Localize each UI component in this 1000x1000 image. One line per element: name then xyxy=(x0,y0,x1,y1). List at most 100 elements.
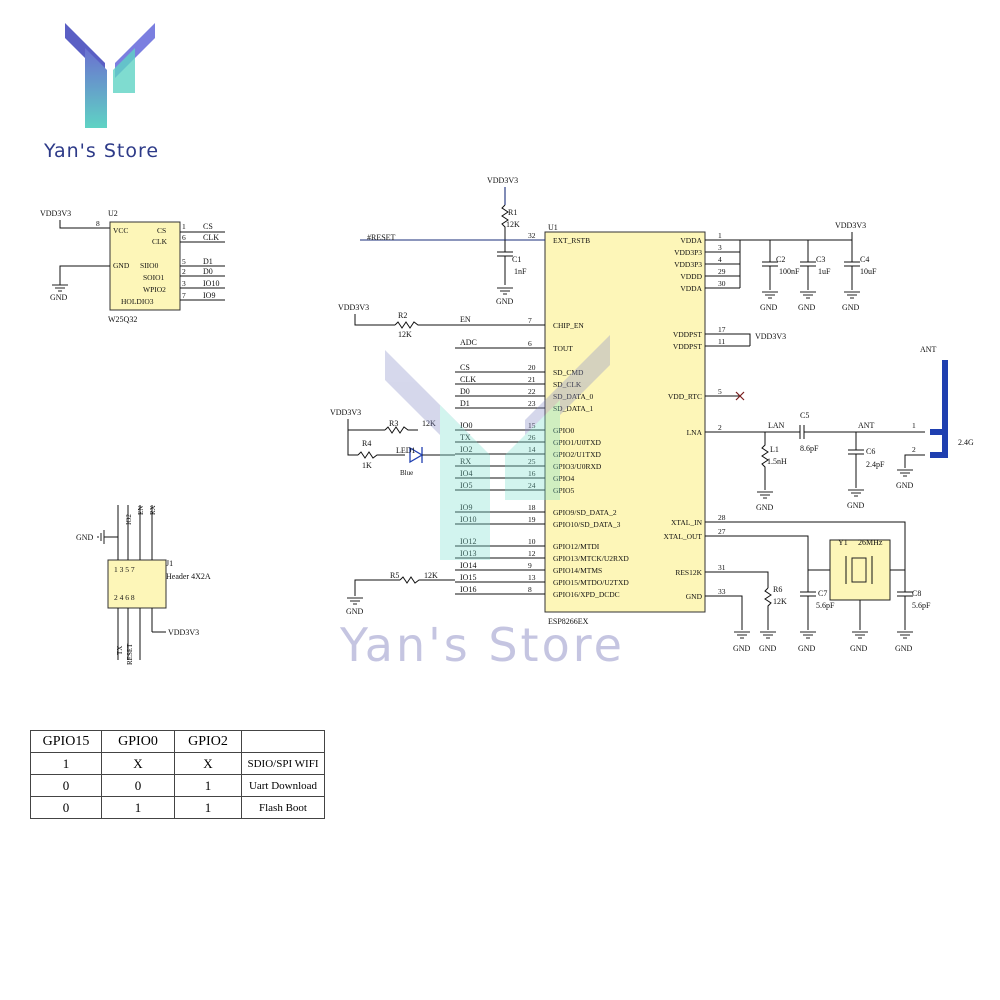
mcu-pin-number: 30 xyxy=(718,279,726,288)
mcu-ref: U1 xyxy=(548,223,558,232)
gnd-label: GND xyxy=(346,607,364,616)
table-row: 1 X X SDIO/SPI WIFI xyxy=(30,752,325,775)
flash-pin-wp: WPIO2 xyxy=(143,285,166,294)
flash-pin-vcc: VCC xyxy=(113,226,128,235)
table-header: GPIO0 xyxy=(101,730,175,753)
mcu-pin-label: SD_DATA_0 xyxy=(553,392,593,401)
header-part: Header 4X2A xyxy=(166,572,211,581)
y1-body xyxy=(829,539,891,601)
mcu-pin-label: VDD3P3 xyxy=(674,248,702,257)
watermark-text: Yan's Store xyxy=(340,618,625,672)
gnd-label: GND xyxy=(895,644,913,653)
mcu-pin-label: XTAL_IN xyxy=(671,518,703,527)
mcu-pin-label: GPIO14/MTMS xyxy=(553,566,602,575)
table-cell: X xyxy=(101,752,175,775)
antenna-symbol xyxy=(930,360,948,458)
c1-value: 1nF xyxy=(514,267,527,276)
mcu-pin-number: 31 xyxy=(718,563,726,572)
watermark-logo xyxy=(385,335,610,560)
mcu-pin-label: GPIO10/SD_DATA_3 xyxy=(553,520,621,529)
header-net-reset: RESET xyxy=(126,643,134,665)
mcu-pin-label: GPIO5 xyxy=(553,486,575,495)
header-net-en: EN xyxy=(137,506,145,515)
table-cell: 0 xyxy=(30,796,102,819)
mcu-pin-label: GPIO3/U0RXD xyxy=(553,462,602,471)
nc-mark xyxy=(735,391,745,401)
ant-label: 2.4G xyxy=(958,438,974,447)
mcu-pin-number: 25 xyxy=(528,457,536,466)
net-label: IO9 xyxy=(460,503,472,512)
mcu-pin-label: GPIO15/MTDO/U2TXD xyxy=(553,578,629,587)
mcu-body xyxy=(544,231,706,613)
svg-text:1: 1 xyxy=(912,421,916,430)
l1-value: 1.5nH xyxy=(767,457,787,466)
led-circuit: VDD3V3 R3 12K R4 1K LED1 Blue xyxy=(330,408,455,477)
mcu-pin-number: 13 xyxy=(528,573,536,582)
rf-section: LAN L1 1.5nH GND C5 8.6pF ANT C6 2.4pF G… xyxy=(705,345,974,512)
r1-resistor xyxy=(501,204,509,240)
flash-net-d0: D0 xyxy=(203,267,213,276)
r1-value: 12K xyxy=(506,220,520,229)
flash-net-clk: CLK xyxy=(203,233,219,242)
table-cell: 1 xyxy=(101,796,175,819)
mcu-pin-label: VDDA xyxy=(680,236,702,245)
gnd-label: GND xyxy=(756,503,774,512)
table-cell: 1 xyxy=(174,796,242,819)
header-body xyxy=(107,559,167,609)
y1-ref: Y1 xyxy=(838,538,848,547)
gnd-label: GND xyxy=(842,303,860,312)
table-header xyxy=(241,730,325,753)
r5-ref: R5 xyxy=(390,571,399,580)
mcu-pin-number: 6 xyxy=(528,339,532,348)
reset-circuit: VDD3V3 R1 12K #RESET C1 1nF GND xyxy=(360,176,545,306)
vdd-label-r1: VDD3V3 xyxy=(487,176,518,185)
mcu-pin-label: GPIO0 xyxy=(553,426,575,435)
net-label: IO13 xyxy=(460,549,476,558)
header-j1: GND IO2 EN RX TX RESET 1 3 5 7 2 4 6 8 J… xyxy=(76,505,211,665)
mcu-pin-label: VDD_RTC xyxy=(668,392,702,401)
led-color: Blue xyxy=(400,469,413,477)
mcu-pin-number: 28 xyxy=(718,513,726,522)
mcu-pin-number: 32 xyxy=(528,231,536,240)
net-label: CLK xyxy=(460,375,476,384)
flash-pin-so: SOIO1 xyxy=(143,273,165,282)
svg-text:2: 2 xyxy=(912,445,916,454)
mcu-pin-number: 22 xyxy=(528,387,536,396)
r2-value: 12K xyxy=(398,330,412,339)
mcu-left-nets: CSCLKD0D1IO0TXIO2RXIO4IO5IO9IO10IO12IO13… xyxy=(455,363,545,595)
r3-resistor xyxy=(384,426,418,434)
flash-pinnum: 1 xyxy=(182,222,186,231)
c6-value: 2.4pF xyxy=(866,460,885,469)
brand-name: Yan's Store xyxy=(44,140,160,162)
flash-pinnum: 5 xyxy=(182,257,186,266)
r2-resistor xyxy=(394,321,545,329)
c1-ref: C1 xyxy=(512,255,521,264)
c7-ref: C7 xyxy=(818,589,827,598)
mcu-pin-number: 7 xyxy=(528,316,532,325)
mcu-pin-label: VDDD xyxy=(680,272,702,281)
gnd-label: GND xyxy=(798,644,816,653)
mcu-pin-number: 15 xyxy=(528,421,536,430)
header-ref: J1 xyxy=(166,559,173,568)
cap-c2: C2 100nF xyxy=(762,240,800,290)
gnd-label: GND xyxy=(847,501,865,510)
mcu-pin-number: 23 xyxy=(528,399,536,408)
led-ref: LED1 xyxy=(396,446,416,455)
c8-ref: C8 xyxy=(912,589,921,598)
en-net: EN xyxy=(460,315,471,324)
flash-net-io9: IO9 xyxy=(203,291,215,300)
gnd-label: GND xyxy=(496,297,514,306)
vdd-label-caps: VDD3V3 xyxy=(835,221,866,230)
net-label: D0 xyxy=(460,387,470,396)
header-net-io2: IO2 xyxy=(125,514,133,525)
r6-ref: R6 xyxy=(773,585,782,594)
mcu-pin-number: 1 xyxy=(718,231,722,240)
flash-net-io10: IO10 xyxy=(203,279,219,288)
table-cell: 0 xyxy=(30,774,102,797)
decoupling-caps: VDD3V3 C2 100nF C3 1uF C4 xyxy=(705,221,877,401)
mcu-pin-number: 2 xyxy=(718,423,722,432)
net-label: TX xyxy=(460,433,471,442)
r4-ref: R4 xyxy=(362,439,371,448)
